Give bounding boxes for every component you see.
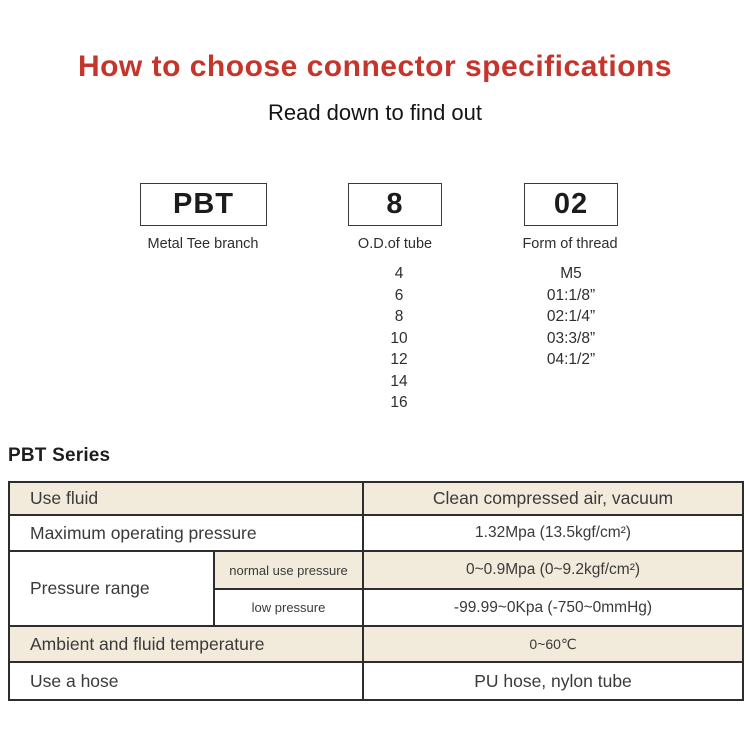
thread-option: 04:1/2” (546, 351, 596, 368)
row-label-temperature: Ambient and fluid temperature (8, 625, 364, 663)
row-value-use-fluid: Clean compressed air, vacuum (362, 481, 744, 516)
row-label-hose: Use a hose (8, 661, 364, 701)
caption-series: Metal Tee branch (147, 236, 259, 252)
tube-od-option: 8 (394, 308, 404, 325)
row-value-hose: PU hose, nylon tube (362, 661, 744, 701)
table-row: low pressure -99.99~0Kpa (-750~0mmHg) (9, 588, 744, 627)
series-heading: PBT Series (8, 445, 111, 466)
tube-od-option: 6 (394, 286, 404, 304)
row-value-max-pressure: 1.32Mpa (13.5kgf/cm²) (362, 514, 744, 552)
code-box-series-text: PBT (173, 188, 234, 220)
tube-od-option: 4 (394, 265, 404, 282)
thread-options: M5 01:1/8” 02:1/4” 03:3/8” 04:1/2” (547, 263, 595, 371)
sub-label-normal-pressure: normal use pressure (213, 550, 364, 590)
thread-option: 01:1/8” (546, 286, 596, 304)
row-label-use-fluid: Use fluid (8, 481, 364, 516)
code-box-thread: 02 (524, 183, 618, 226)
row-label-pressure-range: Pressure range (8, 550, 215, 627)
code-box-series: PBT (140, 183, 267, 226)
row-label-max-pressure: Maximum operating pressure (8, 514, 364, 552)
tube-od-option: 16 (390, 394, 408, 411)
tube-od-option: 10 (390, 329, 408, 347)
thread-option: 02:1/4” (546, 308, 596, 325)
sub-label-low-pressure: low pressure (213, 588, 364, 627)
tube-od-options: 4 6 8 10 12 14 16 (390, 263, 407, 414)
thread-option: M5 (560, 265, 582, 282)
spec-table: Use fluid Clean compressed air, vacuum M… (8, 481, 744, 701)
row-value-temperature: 0~60℃ (362, 625, 744, 663)
table-row: Ambient and fluid temperature 0~60℃ (8, 625, 744, 663)
row-value-normal-pressure: 0~0.9Mpa (0~9.2kgf/cm²) (362, 550, 744, 590)
code-box-tube-od: 8 (348, 183, 442, 226)
table-row: Use fluid Clean compressed air, vacuum (8, 481, 744, 516)
table-row: Use a hose PU hose, nylon tube (8, 661, 744, 701)
page-subtitle: Read down to find out (267, 100, 483, 125)
page-title: How to choose connector specifications (77, 50, 673, 83)
tube-od-option: 14 (390, 372, 408, 390)
row-value-low-pressure: -99.99~0Kpa (-750~0mmHg) (362, 588, 744, 627)
caption-thread: Form of thread (522, 236, 618, 252)
code-box-tube-od-text: 8 (386, 188, 404, 220)
code-box-thread-text: 02 (553, 188, 589, 220)
caption-tube-od: O.D.of tube (357, 236, 433, 252)
table-row: Maximum operating pressure 1.32Mpa (13.5… (8, 514, 744, 552)
thread-option: 03:3/8” (546, 329, 596, 347)
table-row: Pressure range normal use pressure 0~0.9… (8, 550, 744, 627)
tube-od-option: 12 (390, 351, 408, 368)
